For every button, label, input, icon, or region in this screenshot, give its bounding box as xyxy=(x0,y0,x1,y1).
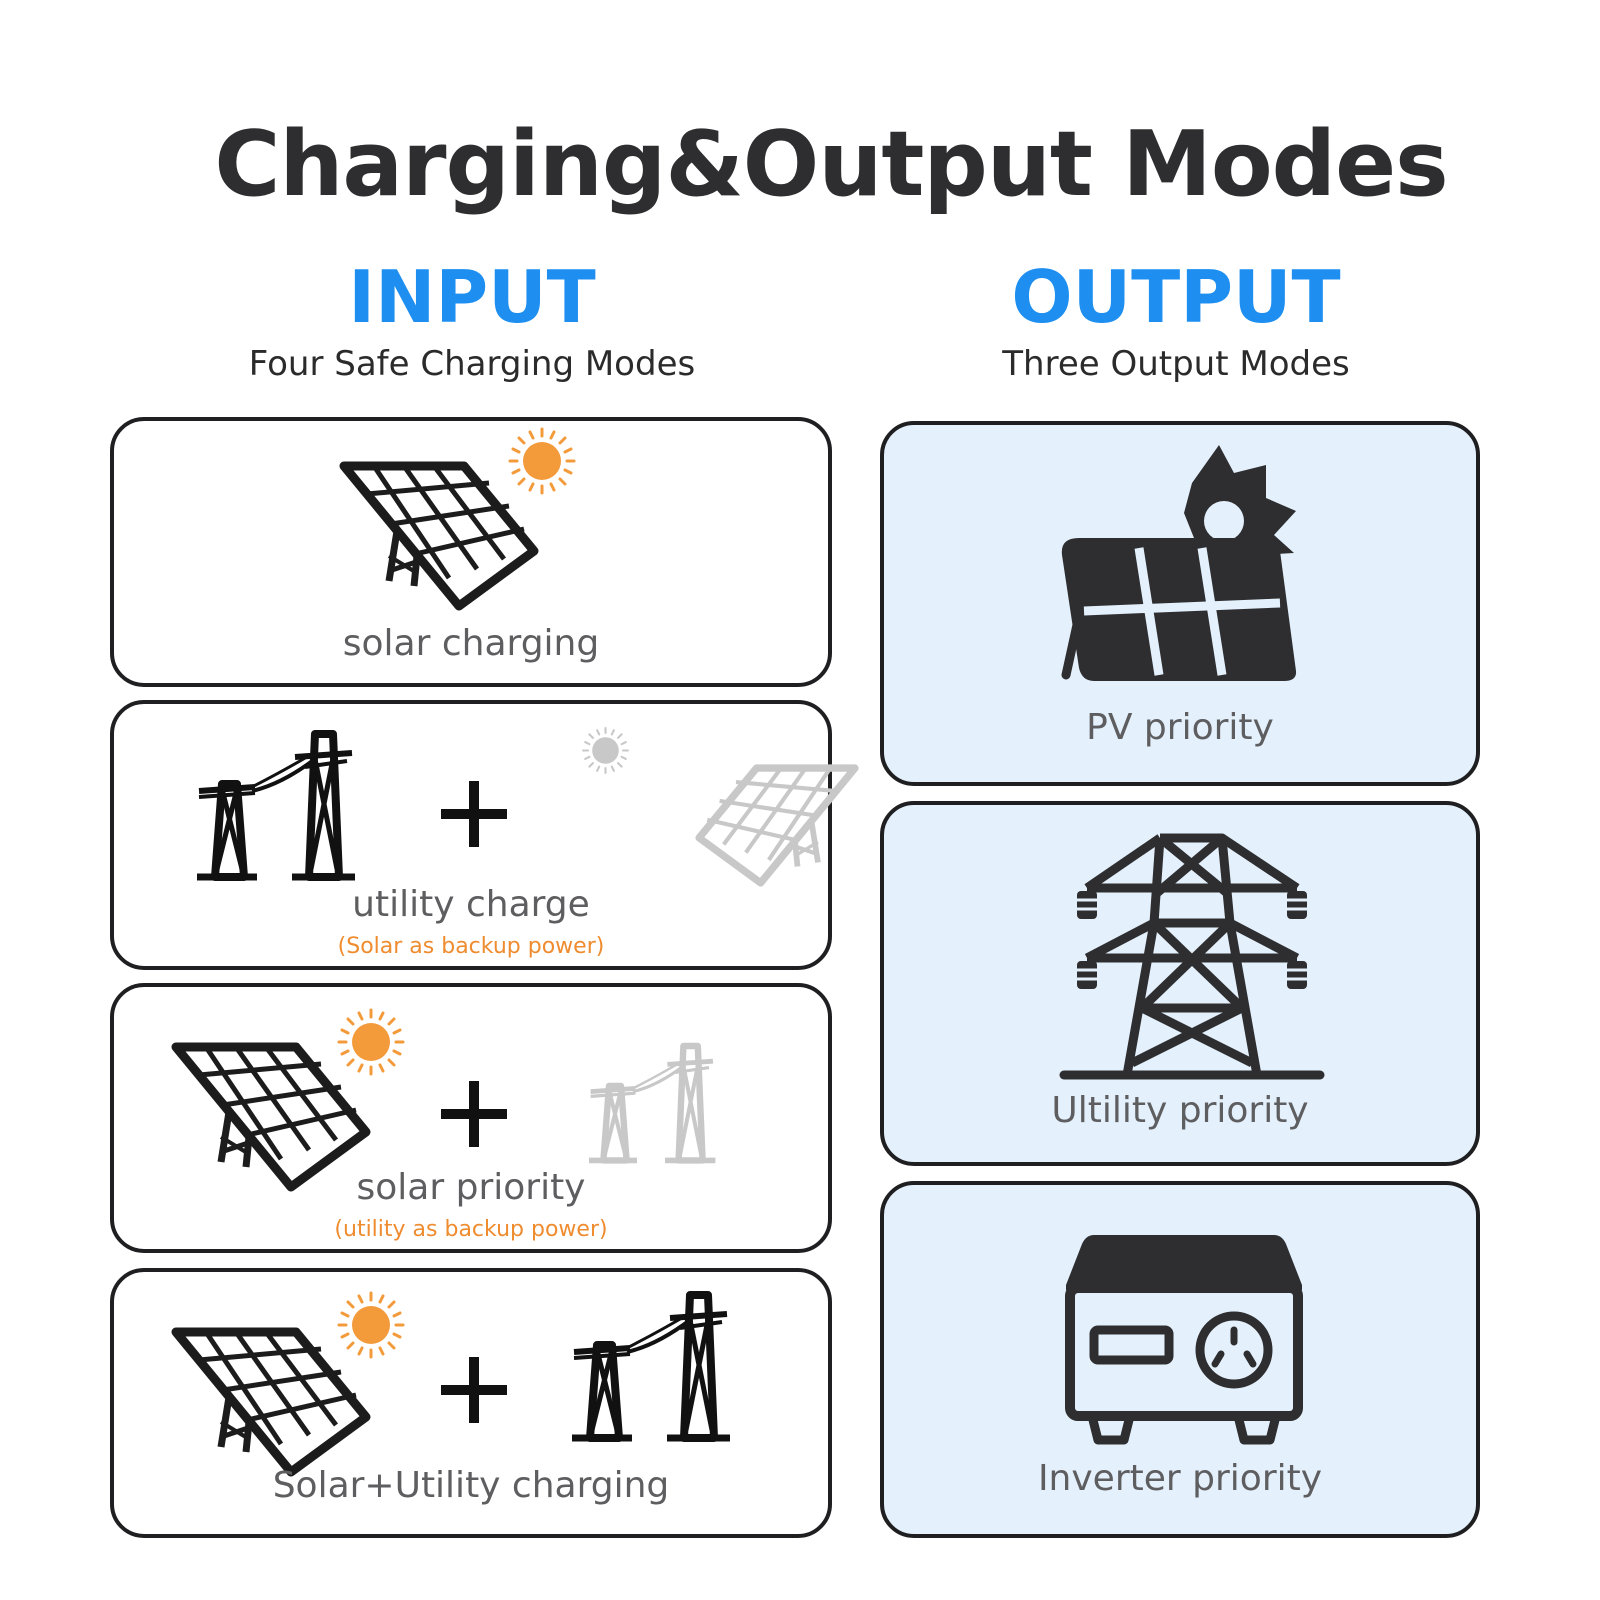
power-tower-icon xyxy=(589,1042,719,1167)
input-card-solar-charging: solar charging xyxy=(110,417,832,687)
input-card-utility-charge: utility charge (Solar as backup power) xyxy=(110,700,832,970)
output-card-pv-priority: PV priority xyxy=(880,421,1480,786)
transmission-tower-icon xyxy=(1059,833,1325,1080)
power-tower-icon xyxy=(197,729,357,879)
card-label: Inverter priority xyxy=(1037,1458,1323,1499)
solar-panel-with-sun-icon xyxy=(1061,445,1297,681)
card-note: (Solar as backup power) xyxy=(337,934,605,959)
output-card-inverter-priority: Inverter priority xyxy=(880,1181,1480,1538)
input-card-solar-priority: solar priority (utility as backup power) xyxy=(110,983,832,1253)
power-tower-icon xyxy=(572,1290,732,1440)
card-label: utility charge xyxy=(352,884,590,925)
page-title: Charging&Output Modes xyxy=(214,112,1448,217)
sun-icon xyxy=(337,1008,405,1076)
output-subheading: Three Output Modes xyxy=(1002,344,1350,384)
sun-icon xyxy=(508,427,576,495)
card-label: Solar+Utility charging xyxy=(272,1465,670,1506)
input-heading: INPUT xyxy=(348,255,596,339)
solar-panel-icon xyxy=(694,764,859,889)
output-card-utility-priority: Ultility priority xyxy=(880,801,1480,1166)
input-card-solar-utility-charging: Solar+Utility charging xyxy=(110,1268,832,1538)
input-subheading: Four Safe Charging Modes xyxy=(248,344,696,384)
sun-icon xyxy=(582,727,629,774)
output-heading: OUTPUT xyxy=(1011,255,1341,339)
plus-icon xyxy=(444,1360,504,1420)
inverter-icon xyxy=(1065,1235,1303,1445)
card-label: solar charging xyxy=(342,623,600,664)
card-label: solar priority xyxy=(356,1167,586,1208)
plus-icon xyxy=(444,784,504,844)
sun-icon xyxy=(337,1291,405,1359)
card-label: PV priority xyxy=(1086,707,1274,748)
card-note: (utility as backup power) xyxy=(334,1217,608,1242)
plus-icon xyxy=(444,1084,504,1144)
card-label: Ultility priority xyxy=(1051,1090,1309,1131)
